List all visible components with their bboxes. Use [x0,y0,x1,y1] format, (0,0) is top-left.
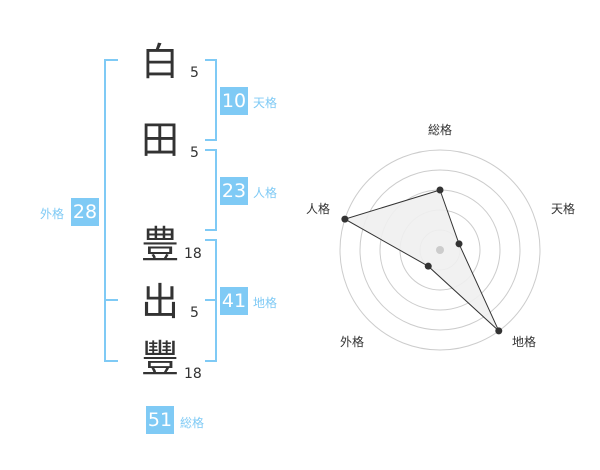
gaikaku-bracket [104,59,118,362]
chikaku-value: 41 [220,287,248,315]
name-char: 田 [140,118,179,162]
gaikaku-value: 28 [71,198,99,226]
radar-point [341,215,349,223]
name-char: 豐 [140,337,179,381]
soukaku-label: 総格 [180,416,205,430]
gaikaku-label: 外格 [40,207,65,221]
axis-label-gaikaku: 外格 [340,334,364,349]
radar-point [424,262,432,270]
jinkaku-bracket [205,149,217,231]
chikaku-bracket-tick [205,299,217,301]
radar-ring [339,149,541,351]
name-char: 白 [140,40,179,84]
stroke-count: 18 [184,366,202,382]
tenkaku-label: 天格 [253,96,278,110]
axis-label-chikaku: 地格 [512,334,536,349]
stroke-count: 5 [190,65,199,81]
soukaku-value: 51 [146,406,174,434]
radar-point [455,240,463,248]
axis-label-jinkaku: 人格 [306,201,330,216]
stroke-count: 18 [184,246,202,262]
radar-area [343,189,500,332]
tenkaku-bracket [205,59,217,141]
name-char: 出 [140,280,179,324]
axis-label-tenkaku: 天格 [551,201,575,216]
jinkaku-label: 人格 [253,186,278,200]
name-char: 豊 [140,223,179,267]
axis-label-soukaku: 総格 [428,122,452,137]
radar-point [495,327,503,335]
chikaku-label: 地格 [253,296,278,310]
stroke-count: 5 [190,305,199,321]
radar-point [436,186,444,194]
radar-center [436,246,444,254]
gaikaku-bracket-tick [106,299,118,301]
jinkaku-value: 23 [220,177,248,205]
radar-ring [359,169,521,331]
stroke-count: 5 [190,145,199,161]
tenkaku-value: 10 [220,87,248,115]
